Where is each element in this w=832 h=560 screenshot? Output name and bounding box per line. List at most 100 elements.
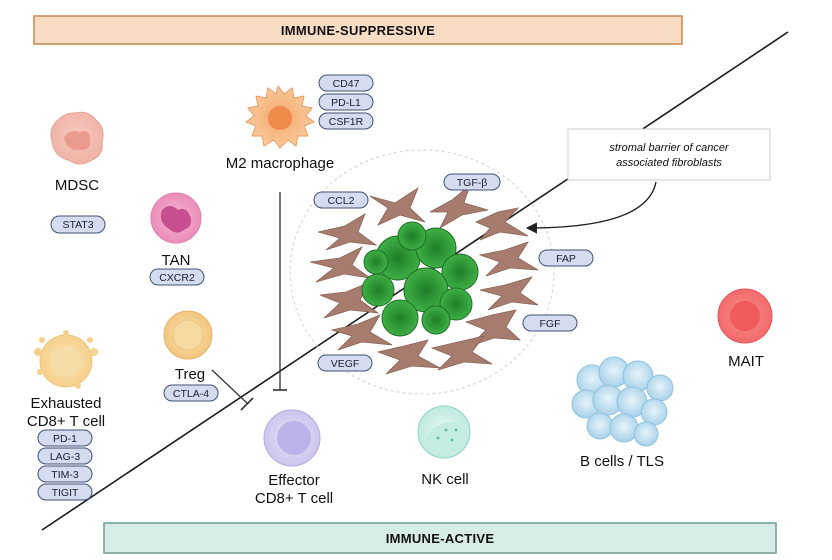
tumor-cluster bbox=[361, 221, 479, 337]
b-cells-tls-label: B cells / TLS bbox=[580, 453, 664, 470]
marker-pdl1: PD-L1 bbox=[331, 97, 361, 109]
tumor-cell bbox=[361, 273, 395, 307]
b-cell bbox=[633, 421, 659, 447]
exhausted-nucleus bbox=[50, 345, 82, 377]
nk-cell bbox=[417, 405, 471, 459]
tan-label: TAN bbox=[162, 252, 191, 269]
b-cell bbox=[609, 413, 639, 443]
mait-label: MAIT bbox=[728, 353, 764, 370]
immune-active-label: IMMUNE-ACTIVE bbox=[386, 531, 495, 546]
fibroblast bbox=[317, 213, 378, 251]
marker-pill-fap bbox=[538, 249, 594, 267]
immune-suppressive-label: IMMUNE-SUPPRESSIVE bbox=[281, 23, 435, 38]
effector-cd8-t-cell bbox=[263, 409, 321, 467]
stromal-note-line1: stromal barrier of cancer bbox=[609, 142, 730, 154]
b-cell bbox=[646, 374, 674, 402]
marker-cxcr2: CXCR2 bbox=[159, 272, 195, 284]
treg-inhibition-bar bbox=[240, 397, 254, 411]
treg-nucleus bbox=[172, 319, 204, 351]
marker-fap: FAP bbox=[556, 253, 576, 265]
fibroblast bbox=[479, 276, 539, 311]
immune-suppressive-banner bbox=[33, 15, 683, 45]
nk-granule bbox=[436, 436, 440, 440]
exhausted-bleb bbox=[75, 383, 81, 389]
tumor-cell bbox=[421, 305, 451, 335]
stromal-note-box bbox=[567, 128, 771, 181]
cancer-associated-fibroblasts bbox=[309, 183, 539, 375]
marker-pill-tim3 bbox=[37, 465, 93, 483]
fibroblast bbox=[330, 314, 393, 351]
b-cell bbox=[586, 412, 614, 440]
marker-pill-cd47 bbox=[318, 74, 374, 92]
fibroblast bbox=[478, 241, 539, 277]
marker-tgfb: TGF-β bbox=[457, 177, 488, 189]
marker-pill-lag3 bbox=[37, 447, 93, 465]
fibroblast bbox=[429, 183, 489, 230]
marker-cd47: CD47 bbox=[333, 78, 360, 90]
tumor-cell bbox=[381, 299, 419, 337]
tan-cell bbox=[150, 192, 202, 244]
nk-granule bbox=[444, 428, 448, 432]
exhausted-bleb bbox=[90, 348, 98, 356]
nk-granule bbox=[450, 438, 454, 442]
marker-fgf: FGF bbox=[540, 318, 561, 330]
tan-nucleus bbox=[160, 206, 192, 233]
marker-pd1: PD-1 bbox=[53, 433, 77, 445]
effector-nucleus bbox=[277, 421, 311, 455]
exhausted-bleb bbox=[63, 330, 69, 336]
fibroblast bbox=[309, 246, 371, 283]
fibroblast bbox=[369, 186, 426, 226]
nk-label: NK cell bbox=[421, 471, 469, 488]
marker-pill-cxcr2 bbox=[149, 268, 205, 286]
marker-pill-tigit bbox=[37, 483, 93, 501]
marker-pill-vegf bbox=[317, 354, 373, 372]
exhausted-label-line2: CD8+ T cell bbox=[27, 413, 105, 430]
fibroblast bbox=[475, 207, 529, 241]
marker-pills: CD47 PD-L1 CSF1R STAT3 CXCR2 CTLA-4 PD-1… bbox=[37, 74, 594, 501]
tumor-niche-boundary bbox=[289, 149, 555, 395]
marker-ccl2: CCL2 bbox=[328, 195, 355, 207]
mdsc-nucleus bbox=[64, 130, 91, 151]
effector-label-line2: CD8+ T cell bbox=[255, 490, 333, 507]
marker-pill-csf1r bbox=[318, 112, 374, 130]
treg-cell bbox=[163, 310, 213, 360]
fibroblast bbox=[376, 339, 441, 375]
mdsc-cell bbox=[50, 111, 104, 165]
mdsc-label: MDSC bbox=[55, 177, 99, 194]
marker-lag3: LAG-3 bbox=[50, 451, 81, 463]
b-cell-cluster bbox=[571, 356, 674, 447]
nk-granule bbox=[454, 428, 458, 432]
exhausted-bleb bbox=[37, 369, 43, 375]
m2-macrophage-cell bbox=[244, 84, 316, 149]
stromal-note-arrow bbox=[525, 181, 657, 234]
tumor-cell bbox=[397, 221, 427, 251]
exhausted-cd8-t-cell bbox=[34, 330, 98, 389]
marker-pill-pd1 bbox=[37, 429, 93, 447]
marker-ctla4: CTLA-4 bbox=[173, 388, 209, 400]
exhausted-bleb bbox=[39, 337, 45, 343]
fibroblast bbox=[430, 335, 493, 371]
mait-cell bbox=[717, 288, 773, 344]
mait-nucleus bbox=[730, 301, 760, 331]
marker-tigit: TIGIT bbox=[52, 487, 79, 499]
marker-tim3: TIM-3 bbox=[51, 469, 79, 481]
effector-label-line1: Effector bbox=[268, 472, 319, 489]
tumor-cell bbox=[363, 249, 389, 275]
exhausted-label-line1: Exhausted bbox=[31, 395, 102, 412]
stromal-note-line2: associated fibroblasts bbox=[616, 157, 722, 169]
exhausted-bleb bbox=[34, 348, 42, 356]
marker-vegf: VEGF bbox=[331, 358, 360, 370]
marker-pill-stat3 bbox=[50, 215, 106, 234]
b-cell bbox=[640, 398, 668, 426]
m2-macrophage-label: M2 macrophage bbox=[226, 155, 334, 172]
immune-active-banner bbox=[103, 522, 777, 554]
marker-pill-tgfb bbox=[443, 173, 501, 191]
treg-label: Treg bbox=[175, 366, 205, 383]
marker-pill-ccl2 bbox=[313, 191, 369, 209]
marker-stat3: STAT3 bbox=[62, 219, 93, 231]
exhausted-bleb bbox=[87, 337, 93, 343]
treg-inhibition-line bbox=[211, 369, 249, 405]
m2-macrophage-nucleus bbox=[268, 106, 292, 130]
marker-csf1r: CSF1R bbox=[329, 116, 364, 128]
marker-pill-pdl1 bbox=[318, 93, 374, 111]
